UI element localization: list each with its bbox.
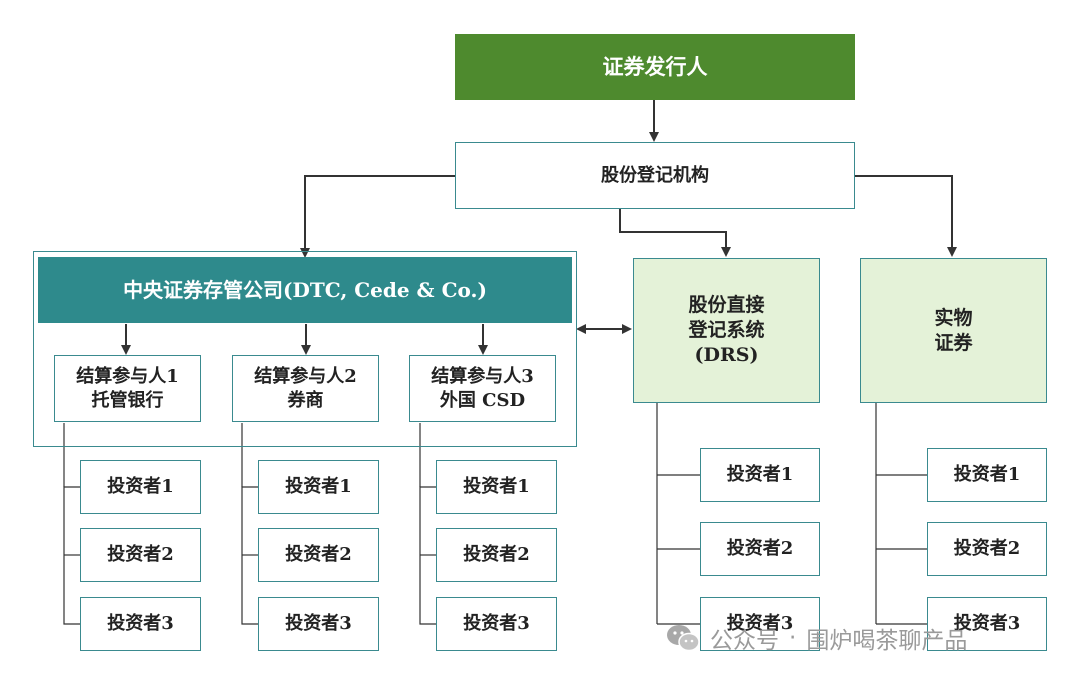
watermark-platform: 公众号 bbox=[710, 628, 779, 654]
investor-label: 投资者3 bbox=[463, 613, 530, 635]
investor-label: 投资者1 bbox=[285, 476, 352, 498]
p1-investor-2: 投资者2 bbox=[80, 528, 201, 582]
participant-3-box: 结算参与人3 外国 CSD bbox=[409, 355, 556, 422]
participant-2-line2: 券商 bbox=[287, 389, 324, 411]
p3-investor-1: 投资者1 bbox=[436, 460, 557, 514]
investor-label: 投资者1 bbox=[463, 476, 530, 498]
arrow-registry-dtc bbox=[300, 175, 455, 258]
investor-label: 投资者2 bbox=[285, 544, 352, 566]
arrow-registry-physical bbox=[855, 175, 957, 257]
physical-investor-2: 投资者2 bbox=[927, 522, 1047, 576]
dtc-label: 中央证券存管公司(DTC, Cede & Co.) bbox=[123, 278, 487, 302]
watermark-separator: · bbox=[789, 625, 797, 651]
p1-investor-1: 投资者1 bbox=[80, 460, 201, 514]
physical-line1: 实物 bbox=[934, 306, 973, 329]
investor-label: 投资者3 bbox=[953, 613, 1021, 635]
physical-securities-box: 实物 证券 bbox=[860, 258, 1047, 403]
drs-line2: 登记系统 bbox=[688, 319, 765, 342]
dtc-group-frame bbox=[33, 251, 577, 447]
investor-label: 投资者1 bbox=[726, 464, 794, 486]
issuer-label: 证券发行人 bbox=[602, 54, 708, 80]
investor-label: 投资者1 bbox=[107, 476, 174, 498]
investor-label: 投资者1 bbox=[953, 464, 1021, 486]
arrow-registry-drs bbox=[619, 209, 731, 257]
drs-investor-3: 投资者3 bbox=[700, 597, 820, 651]
investor-label: 投资者3 bbox=[285, 613, 352, 635]
watermark-account: 围炉喝茶聊产品 bbox=[806, 628, 968, 654]
drs-investor-1: 投资者1 bbox=[700, 448, 820, 502]
dtc-header: 中央证券存管公司(DTC, Cede & Co.) bbox=[38, 257, 572, 323]
p3-investor-2: 投资者2 bbox=[436, 528, 557, 582]
investor-label: 投资者3 bbox=[107, 613, 174, 635]
p2-investor-2: 投资者2 bbox=[258, 528, 379, 582]
investor-label: 投资者2 bbox=[726, 538, 794, 560]
physical-investor-3: 投资者3 bbox=[927, 597, 1047, 651]
drs-line1: 股份直接 bbox=[688, 294, 765, 317]
participant-1-line2: 托管银行 bbox=[91, 389, 164, 411]
investor-label: 投资者3 bbox=[726, 613, 794, 635]
drs-line3: (DRS) bbox=[694, 343, 759, 366]
physical-investor-1: 投资者1 bbox=[927, 448, 1047, 502]
participant-3-line1: 结算参与人3 bbox=[431, 366, 534, 388]
watermark: 公众号 · 围炉喝茶聊产品 bbox=[666, 618, 967, 658]
participant-2-line1: 结算参与人2 bbox=[254, 366, 357, 388]
registry-label: 股份登记机构 bbox=[601, 164, 709, 186]
p3-investor-3: 投资者3 bbox=[436, 597, 557, 651]
p2-investor-1: 投资者1 bbox=[258, 460, 379, 514]
wechat-icon bbox=[666, 623, 700, 653]
investor-label: 投资者2 bbox=[463, 544, 530, 566]
p2-investor-3: 投资者3 bbox=[258, 597, 379, 651]
issuer-box: 证券发行人 bbox=[455, 34, 855, 100]
participant-3-line2: 外国 CSD bbox=[439, 389, 526, 411]
physical-line2: 证券 bbox=[934, 331, 973, 354]
participant-1-line1: 结算参与人1 bbox=[76, 366, 179, 388]
drs-investor-2: 投资者2 bbox=[700, 522, 820, 576]
investor-label: 投资者2 bbox=[953, 538, 1021, 560]
p1-investor-3: 投资者3 bbox=[80, 597, 201, 651]
investor-label: 投资者2 bbox=[107, 544, 174, 566]
participant-1-box: 结算参与人1 托管银行 bbox=[54, 355, 201, 422]
participant-2-box: 结算参与人2 券商 bbox=[232, 355, 379, 422]
registry-box: 股份登记机构 bbox=[455, 142, 855, 209]
drs-box: 股份直接 登记系统 (DRS) bbox=[633, 258, 820, 403]
